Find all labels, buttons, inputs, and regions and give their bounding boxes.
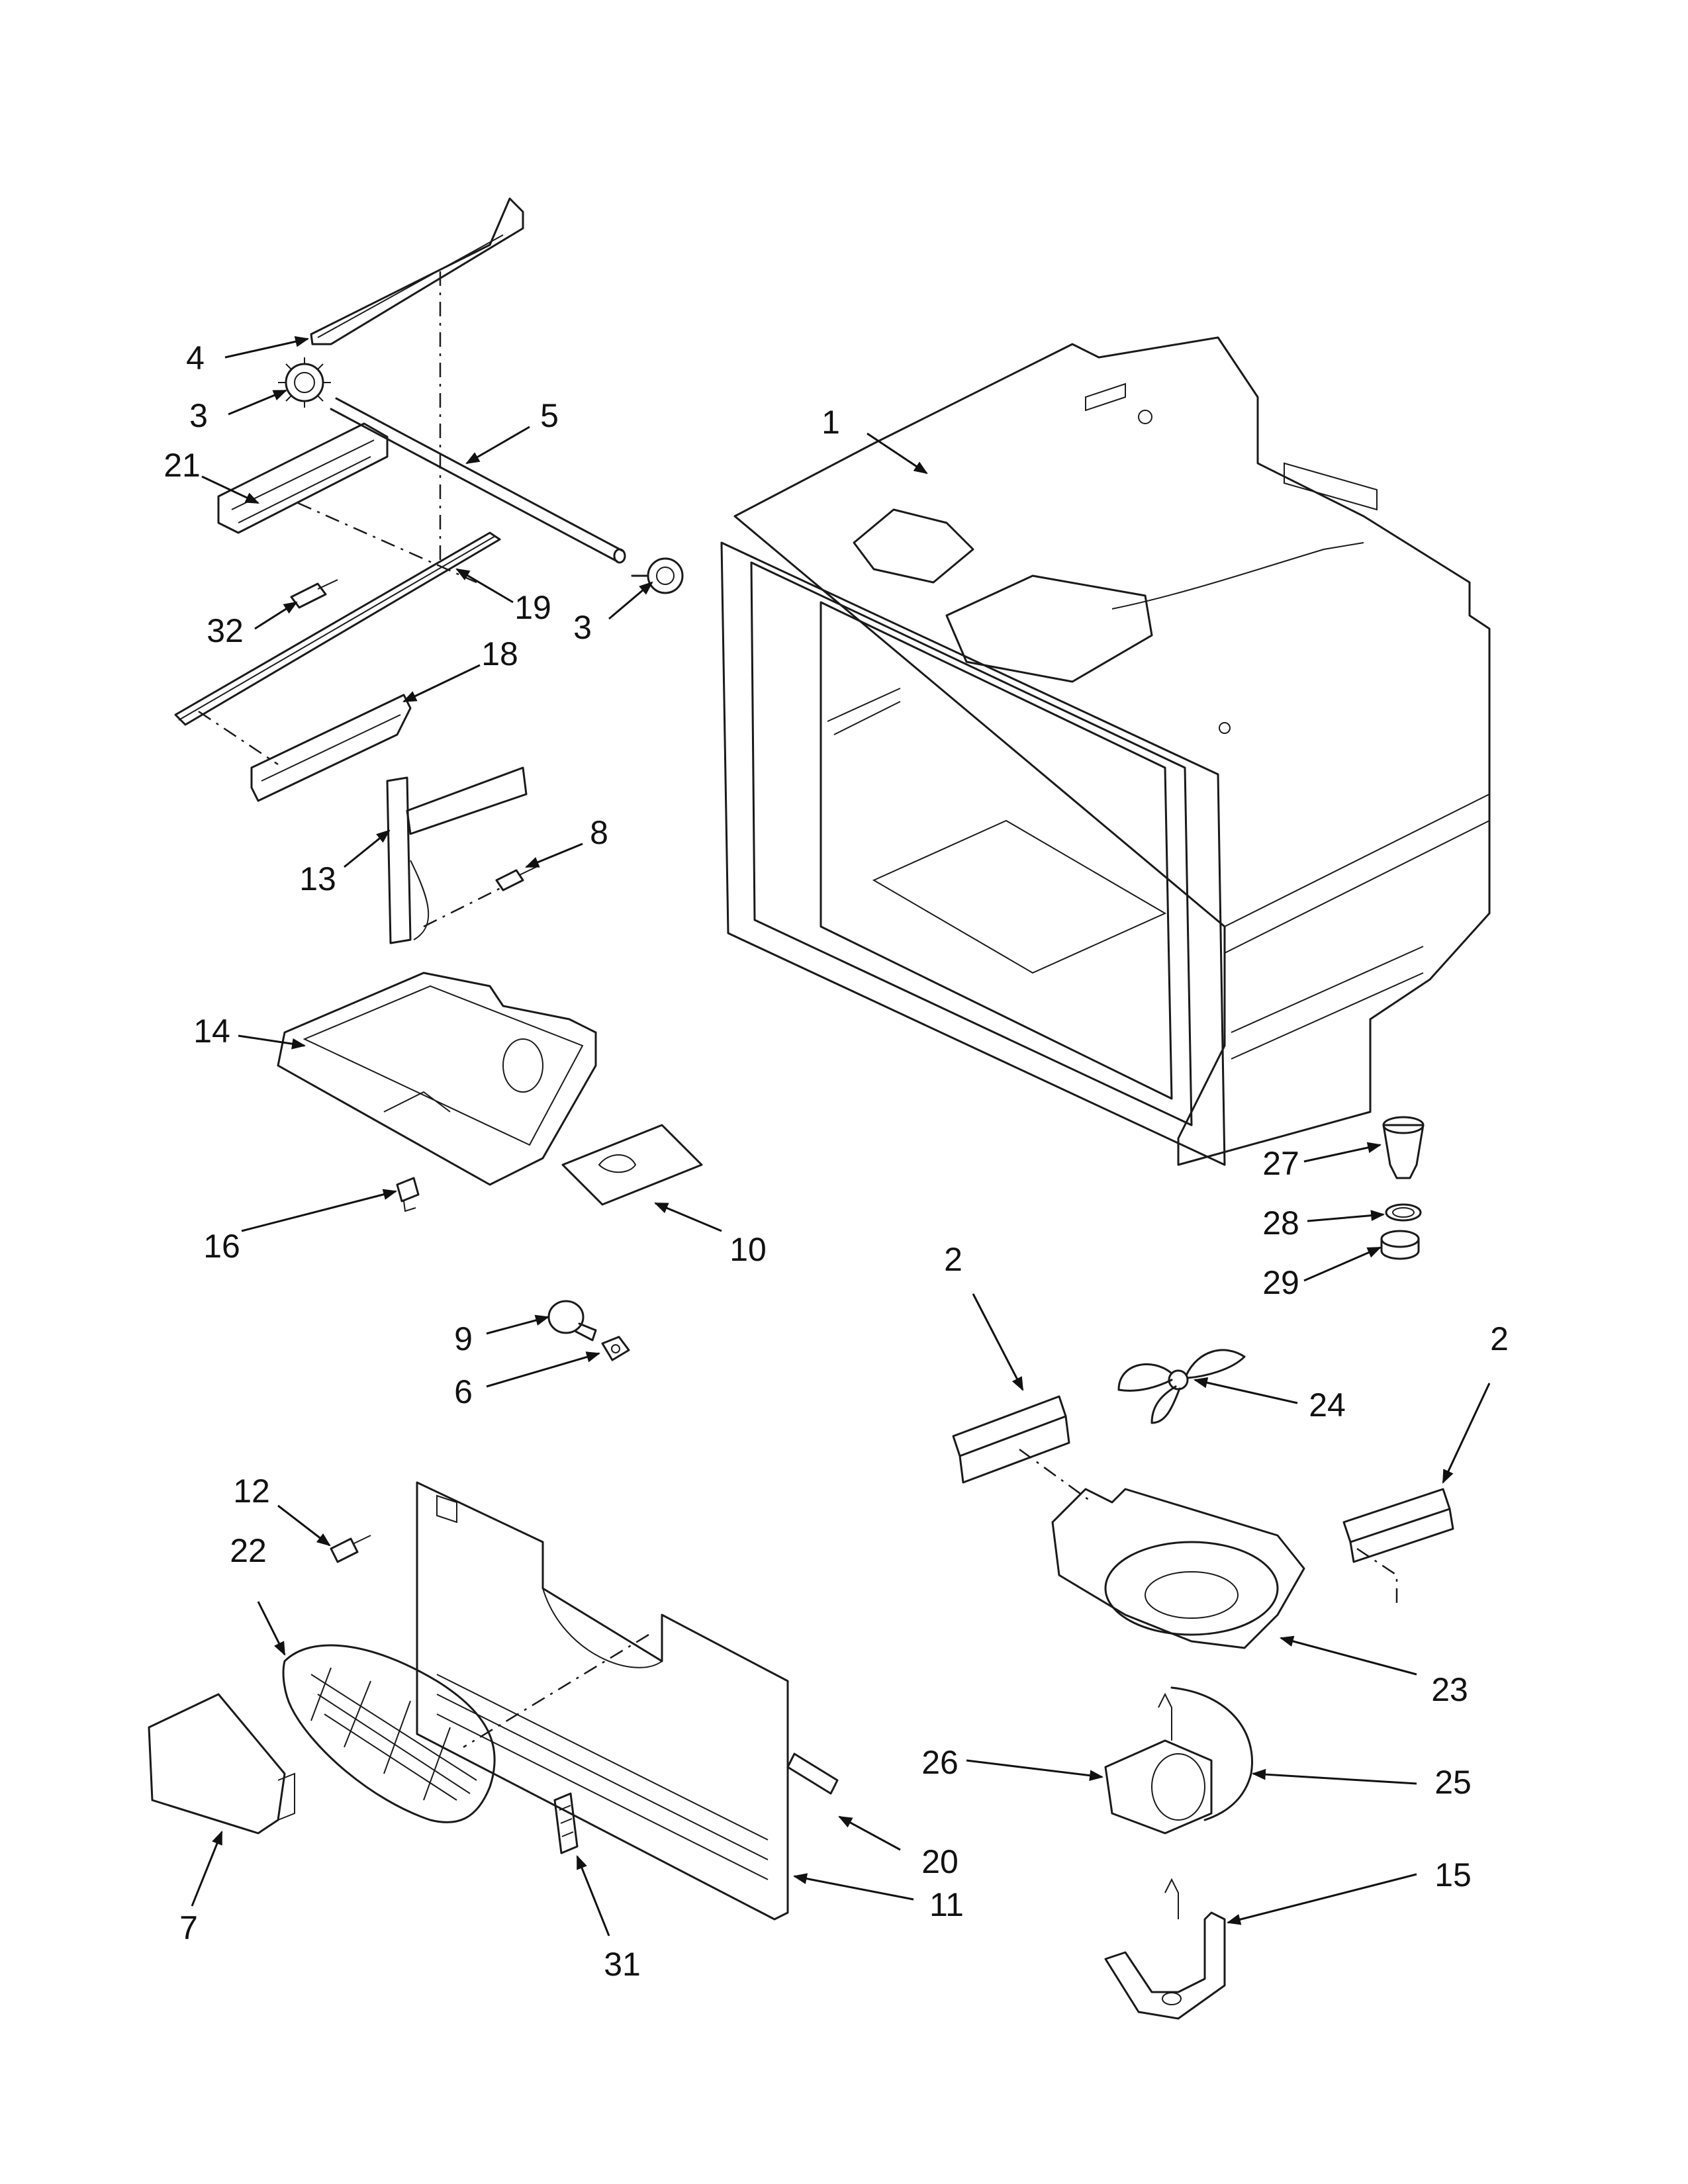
part-socket-6	[601, 1336, 630, 1361]
part-bulb-9	[547, 1300, 597, 1342]
part-bracket-21	[217, 422, 389, 534]
callout-16: 16	[203, 1228, 240, 1265]
part-gear-top	[278, 357, 331, 408]
callout-12: 12	[233, 1473, 270, 1510]
callout-3: 3	[573, 609, 592, 646]
dash-13-8	[423, 886, 504, 928]
dash-panel-grille	[463, 1633, 649, 1749]
part-grille-22	[282, 1644, 496, 1823]
part-panel-11	[416, 1481, 789, 1921]
callout-24: 24	[1309, 1387, 1346, 1424]
callout-5: 5	[540, 397, 559, 434]
callout-18: 18	[481, 635, 518, 672]
dash-19-18	[198, 710, 279, 766]
part-pad-right	[1342, 1488, 1454, 1563]
callout-14: 14	[193, 1013, 230, 1050]
callout-21: 21	[164, 447, 201, 484]
callout-1: 1	[821, 404, 840, 441]
callout-2: 2	[1490, 1320, 1509, 1357]
part-screw-32	[290, 579, 338, 609]
part-strip-20	[786, 1752, 839, 1795]
part-screw-12	[330, 1535, 371, 1563]
part-wire-25	[1170, 1686, 1253, 1821]
callout-4: 4	[186, 340, 205, 377]
callout-3: 3	[189, 397, 208, 434]
callout-29: 29	[1262, 1264, 1299, 1301]
part-cap-29	[1380, 1230, 1420, 1260]
part-gear-right	[631, 557, 684, 594]
callout-28: 28	[1262, 1205, 1299, 1242]
callout-8: 8	[590, 814, 608, 851]
callout-22: 22	[230, 1532, 267, 1569]
dash-21-19	[297, 502, 477, 584]
callout-11: 11	[929, 1886, 964, 1923]
callout-31: 31	[604, 1946, 641, 1983]
part-bracket-15	[1104, 1878, 1226, 2020]
part-clip-31	[553, 1792, 579, 1854]
dash-pad-right	[1356, 1547, 1398, 1608]
part-liner-box	[720, 336, 1491, 1166]
part-cover-14	[277, 972, 597, 1186]
part-label-10	[561, 1124, 703, 1206]
callout-25: 25	[1434, 1764, 1472, 1801]
part-motor-26	[1104, 1692, 1213, 1835]
leader-lines	[191, 336, 1491, 1936]
part-rod	[330, 397, 626, 564]
callout-2: 2	[944, 1241, 962, 1278]
callout-15: 15	[1434, 1856, 1472, 1893]
callout-23: 23	[1431, 1671, 1468, 1708]
part-pad-left	[952, 1395, 1070, 1484]
callout-27: 27	[1262, 1145, 1299, 1182]
part-housing-23	[1051, 1488, 1305, 1649]
part-clip-16	[396, 1177, 420, 1212]
callout-19: 19	[514, 589, 551, 626]
callout-7: 7	[179, 1909, 198, 1946]
part-rail-19	[174, 531, 501, 726]
callout-6: 6	[454, 1373, 473, 1410]
callout-32: 32	[207, 612, 244, 649]
callout-26: 26	[921, 1744, 959, 1781]
callout-10: 10	[729, 1231, 767, 1268]
callout-9: 9	[454, 1320, 473, 1357]
callout-20: 20	[921, 1843, 959, 1880]
part-ring-28	[1385, 1203, 1422, 1222]
part-rail-top	[310, 197, 524, 345]
callout-13: 13	[299, 860, 336, 897]
part-cover-7	[148, 1693, 295, 1835]
part-cup-27	[1382, 1116, 1425, 1179]
dash-pad-left	[1019, 1448, 1093, 1504]
part-fan-blade-24	[1117, 1349, 1246, 1424]
part-bracket-13	[386, 766, 528, 944]
part-screw-8	[495, 866, 537, 891]
callout-labels: 1 2 2 3 3 4 5 6 7 8 9 10 11 12 13 14 15 …	[164, 340, 1509, 1983]
